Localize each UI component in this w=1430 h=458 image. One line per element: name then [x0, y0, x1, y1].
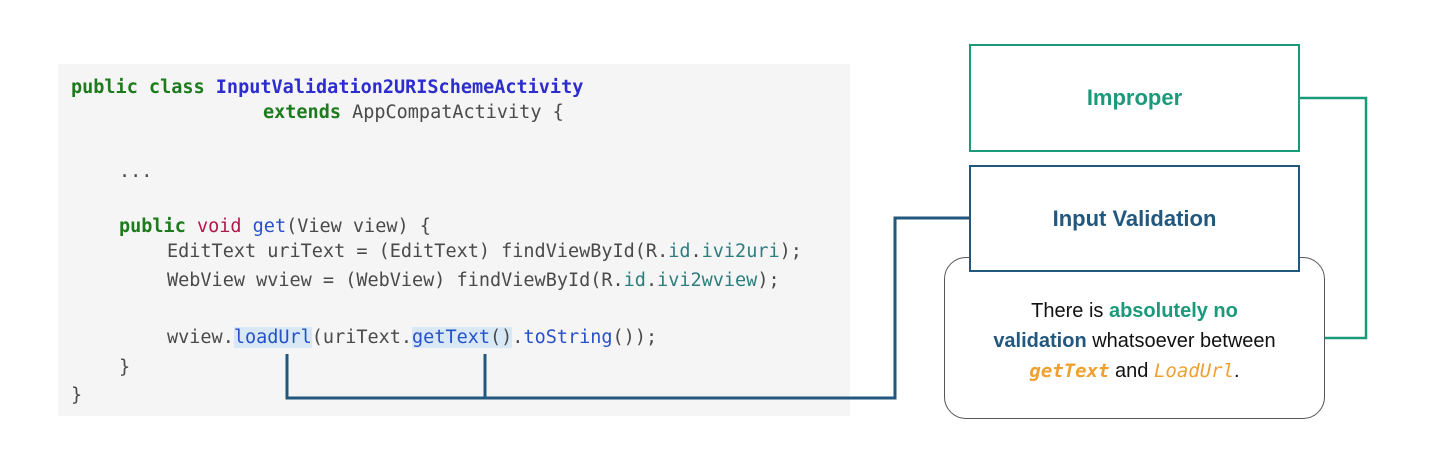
code-line-5: EditText uriText = (EditText) findViewBy… [167, 241, 802, 262]
gettext-highlight: getText [412, 327, 491, 348]
code-line-6: WebView wview = (WebView) findViewById(R… [167, 270, 780, 291]
connector-code-to-input [285, 216, 969, 400]
code-line-7: wview.loadUrl(uriText.getText().toString… [167, 327, 658, 348]
input-validation-box: Input Validation [969, 165, 1300, 272]
code-line-9: } [71, 385, 83, 406]
code-line-3: ... [119, 161, 153, 182]
description-text: There is absolutely no validation whatso… [993, 300, 1276, 382]
gettext-method: getText [1029, 360, 1110, 382]
loadurl-highlight: loadUrl [233, 327, 312, 348]
loadurl-method: LoadUrl [1153, 360, 1235, 382]
class-name: InputValidation2URISchemeActivity [215, 77, 584, 98]
code-line-8: } [119, 357, 131, 378]
code-line-1: public class InputValidation2URISchemeAc… [71, 77, 584, 98]
description-box [944, 257, 1325, 419]
code-line-2: extends AppCompatActivity { [263, 102, 564, 123]
code-line-4: public void get(View view) { [119, 216, 431, 237]
improper-box: Improper [969, 44, 1300, 152]
code-panel: public class InputValidation2URISchemeAc… [58, 64, 850, 416]
connector-improper-to-desc [1300, 96, 1368, 340]
